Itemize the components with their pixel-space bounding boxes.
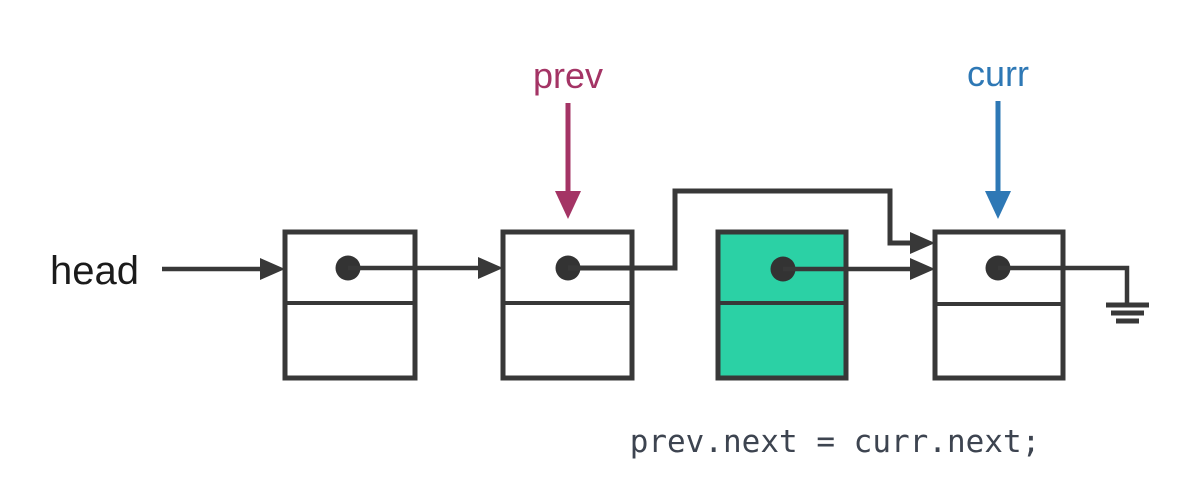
prev-down-arrowhead xyxy=(555,191,581,219)
head-arrowhead-icon xyxy=(260,258,285,280)
null-pointer-path xyxy=(998,265,1130,303)
head-label: head xyxy=(50,249,139,293)
node-3-deleted xyxy=(715,229,849,381)
node-2 xyxy=(500,229,635,381)
curr-down-arrow-icon xyxy=(985,101,1011,219)
curr-label: curr xyxy=(967,53,1029,94)
prev-label: prev xyxy=(533,55,603,96)
head-arrow xyxy=(162,258,285,280)
pointer-arrow-node1-node2 xyxy=(348,257,503,279)
bypass-pointer-head-icon xyxy=(910,232,935,254)
curr-down-arrowhead xyxy=(985,191,1011,219)
pointer-arrow-node1-node2-head-icon xyxy=(478,257,503,279)
bypass-pointer-path xyxy=(568,188,912,271)
pointer-arrow-node3-node4 xyxy=(783,258,935,280)
pointer-arrow-node3-node4-head-icon xyxy=(910,258,935,280)
null-pointer xyxy=(998,265,1149,324)
code-caption: prev.next = curr.next; xyxy=(630,424,1041,460)
null-ground-icon xyxy=(1106,302,1149,324)
prev-down-arrow-icon xyxy=(555,103,581,219)
node-1 xyxy=(282,229,418,381)
bypass-pointer-prev-to-curr xyxy=(568,188,935,271)
node-4 xyxy=(932,229,1066,381)
